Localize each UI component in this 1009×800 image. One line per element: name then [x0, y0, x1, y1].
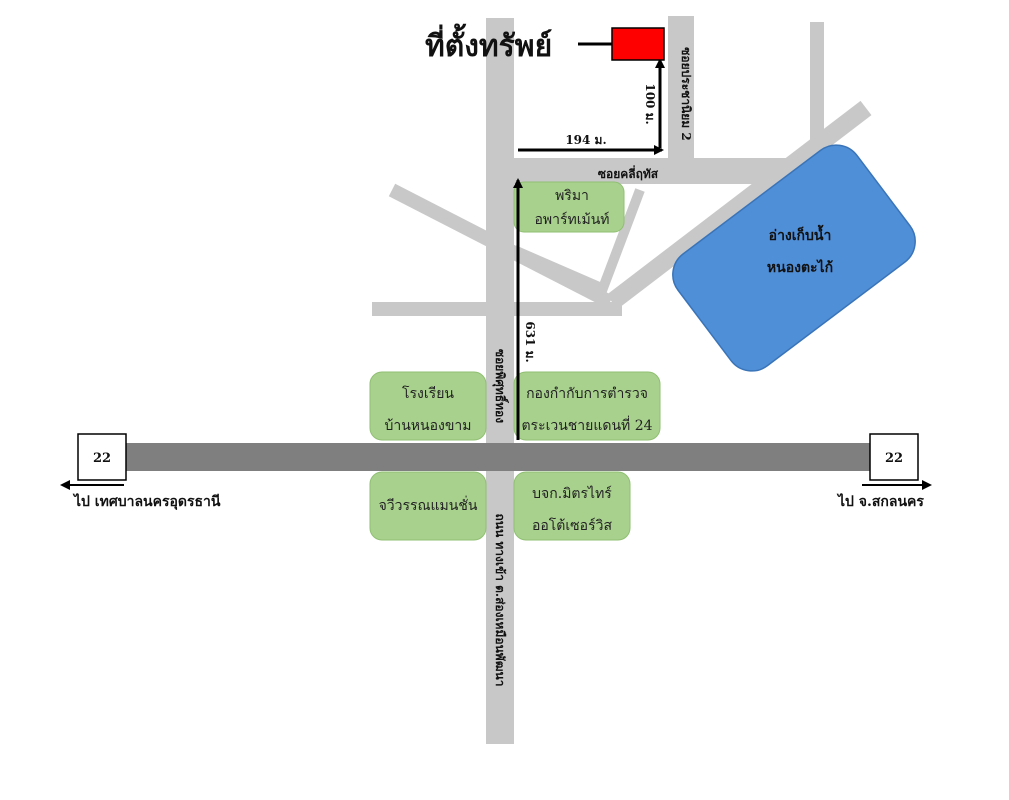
highway-shield-left: 22	[77, 433, 127, 481]
landmark-school-line-1: โรงเรียน	[402, 385, 454, 402]
landmark-police-line-2: ตระเวนชายแดนที่ 24	[521, 416, 652, 434]
landmark-police: กองกำกับการตำรวจ ตระเวนชายแดนที่ 24	[513, 371, 661, 441]
road-diagonal-nw	[388, 183, 614, 309]
landmark-prima-line-2: อพาร์ทเม้นท์	[534, 211, 609, 228]
road-diagonal-ne	[606, 100, 872, 310]
road-branch	[512, 245, 608, 295]
landmark-police-line-1: กองกำกับการตำรวจ	[526, 386, 648, 402]
road-label-soi-right: ซอยประชานิยม 2	[679, 47, 693, 140]
landmark-school-line-2: บ้านหนองขาม	[384, 418, 471, 434]
reservoir-label-1: อ่างเก็บน้ำ	[769, 224, 832, 244]
landmark-mansion-line-1: จวีวรรณแมนชั่น	[379, 496, 478, 514]
road-diagonal-short	[595, 188, 645, 298]
landmark-school: โรงเรียน บ้านหนองขาม	[369, 371, 487, 441]
distance-main-vertical: 631 ม.	[523, 321, 537, 362]
distance-right-vertical: 100 ม.	[643, 83, 657, 124]
road-label-soi-horizontal: ซอยคลี่ฤทัส	[598, 165, 659, 181]
road-label-main-lower: ถนน ทางเข้า ต.ส่องเหมือนพัฒนา	[493, 514, 507, 687]
road-diagonals	[388, 100, 872, 310]
reservoir-label-2: หนองตะไก้	[767, 258, 833, 276]
map-title: ที่ตั้งทรัพย์	[425, 23, 552, 64]
highway-shield-right: 22	[869, 433, 919, 481]
road-lower-horizontal	[372, 302, 622, 316]
highway-22	[126, 443, 870, 471]
route-arrows	[513, 58, 665, 440]
road-network	[372, 16, 824, 744]
distance-horizontal: 194 ม.	[565, 133, 606, 147]
road-label-main-upper: ซอยพิศุทธิ์ทอง	[492, 349, 509, 423]
landmark-company-line-2: ออโต้เซอร์วิส	[532, 517, 613, 534]
landmark-prima: พริมา อพาร์ทเม้นท์	[513, 181, 625, 233]
highway-shield-right-number: 22	[885, 451, 903, 466]
direction-label-right: ไป จ.สกลนคร	[836, 492, 924, 510]
highway-shield-left-number: 22	[93, 451, 111, 466]
landmark-company: บจก.มิตรไทร์ ออโต้เซอร์วิส	[513, 471, 631, 541]
direction-label-left: ไป เทศบาลนครอุดรธานี	[72, 492, 221, 510]
road-soi-right-vertical	[668, 16, 694, 176]
property-marker	[611, 27, 665, 61]
landmark-mansion: จวีวรรณแมนชั่น	[369, 471, 487, 541]
reservoir	[672, 144, 916, 372]
landmark-company-line-1: บจก.มิตรไทร์	[532, 485, 612, 502]
road-main-vertical	[486, 18, 514, 744]
landmark-prima-line-1: พริมา	[555, 188, 589, 204]
